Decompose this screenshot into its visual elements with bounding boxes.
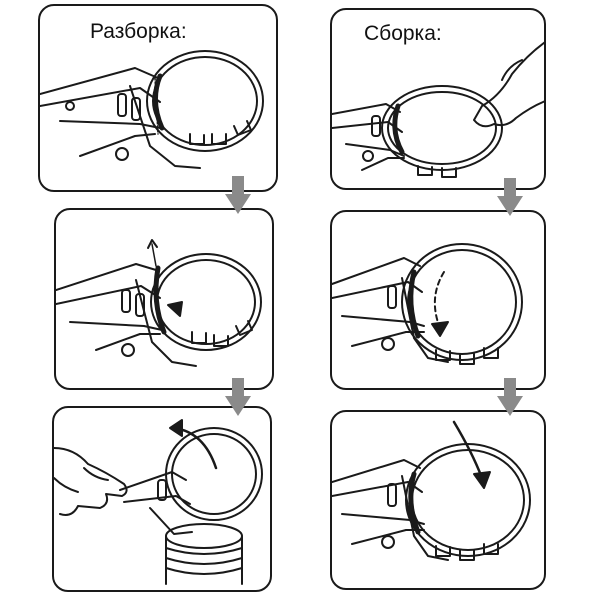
- piston-icon: [165, 523, 243, 585]
- panel-disassembly-step-2: [54, 208, 274, 390]
- down-arrow-icon: [497, 178, 523, 216]
- panel-assembly-step-3: [330, 410, 546, 590]
- caption-assembly: Сборка:: [364, 22, 442, 45]
- hand-icon: [473, 41, 544, 128]
- ring-pliers-icon: [332, 41, 544, 178]
- rotation-arrow-icon: [433, 271, 445, 329]
- piston-ring-icon: [332, 243, 523, 365]
- down-arrow-icon: [497, 378, 523, 416]
- hand-icon: [54, 419, 263, 585]
- panel-disassembly-step-3: [52, 406, 272, 592]
- ring-pliers-icon: [56, 239, 262, 367]
- panel-assembly-step-1: Сборка:: [330, 8, 546, 190]
- down-arrow-icon: [225, 176, 251, 214]
- panel-disassembly-step-1: Разборка:: [38, 4, 278, 192]
- panel-assembly-step-2: [330, 210, 546, 390]
- piston-ring-icon: [332, 420, 531, 561]
- caption-disassembly: Разборка:: [90, 20, 187, 43]
- down-arrow-icon: [225, 378, 251, 416]
- ring-pliers-icon: [40, 50, 264, 169]
